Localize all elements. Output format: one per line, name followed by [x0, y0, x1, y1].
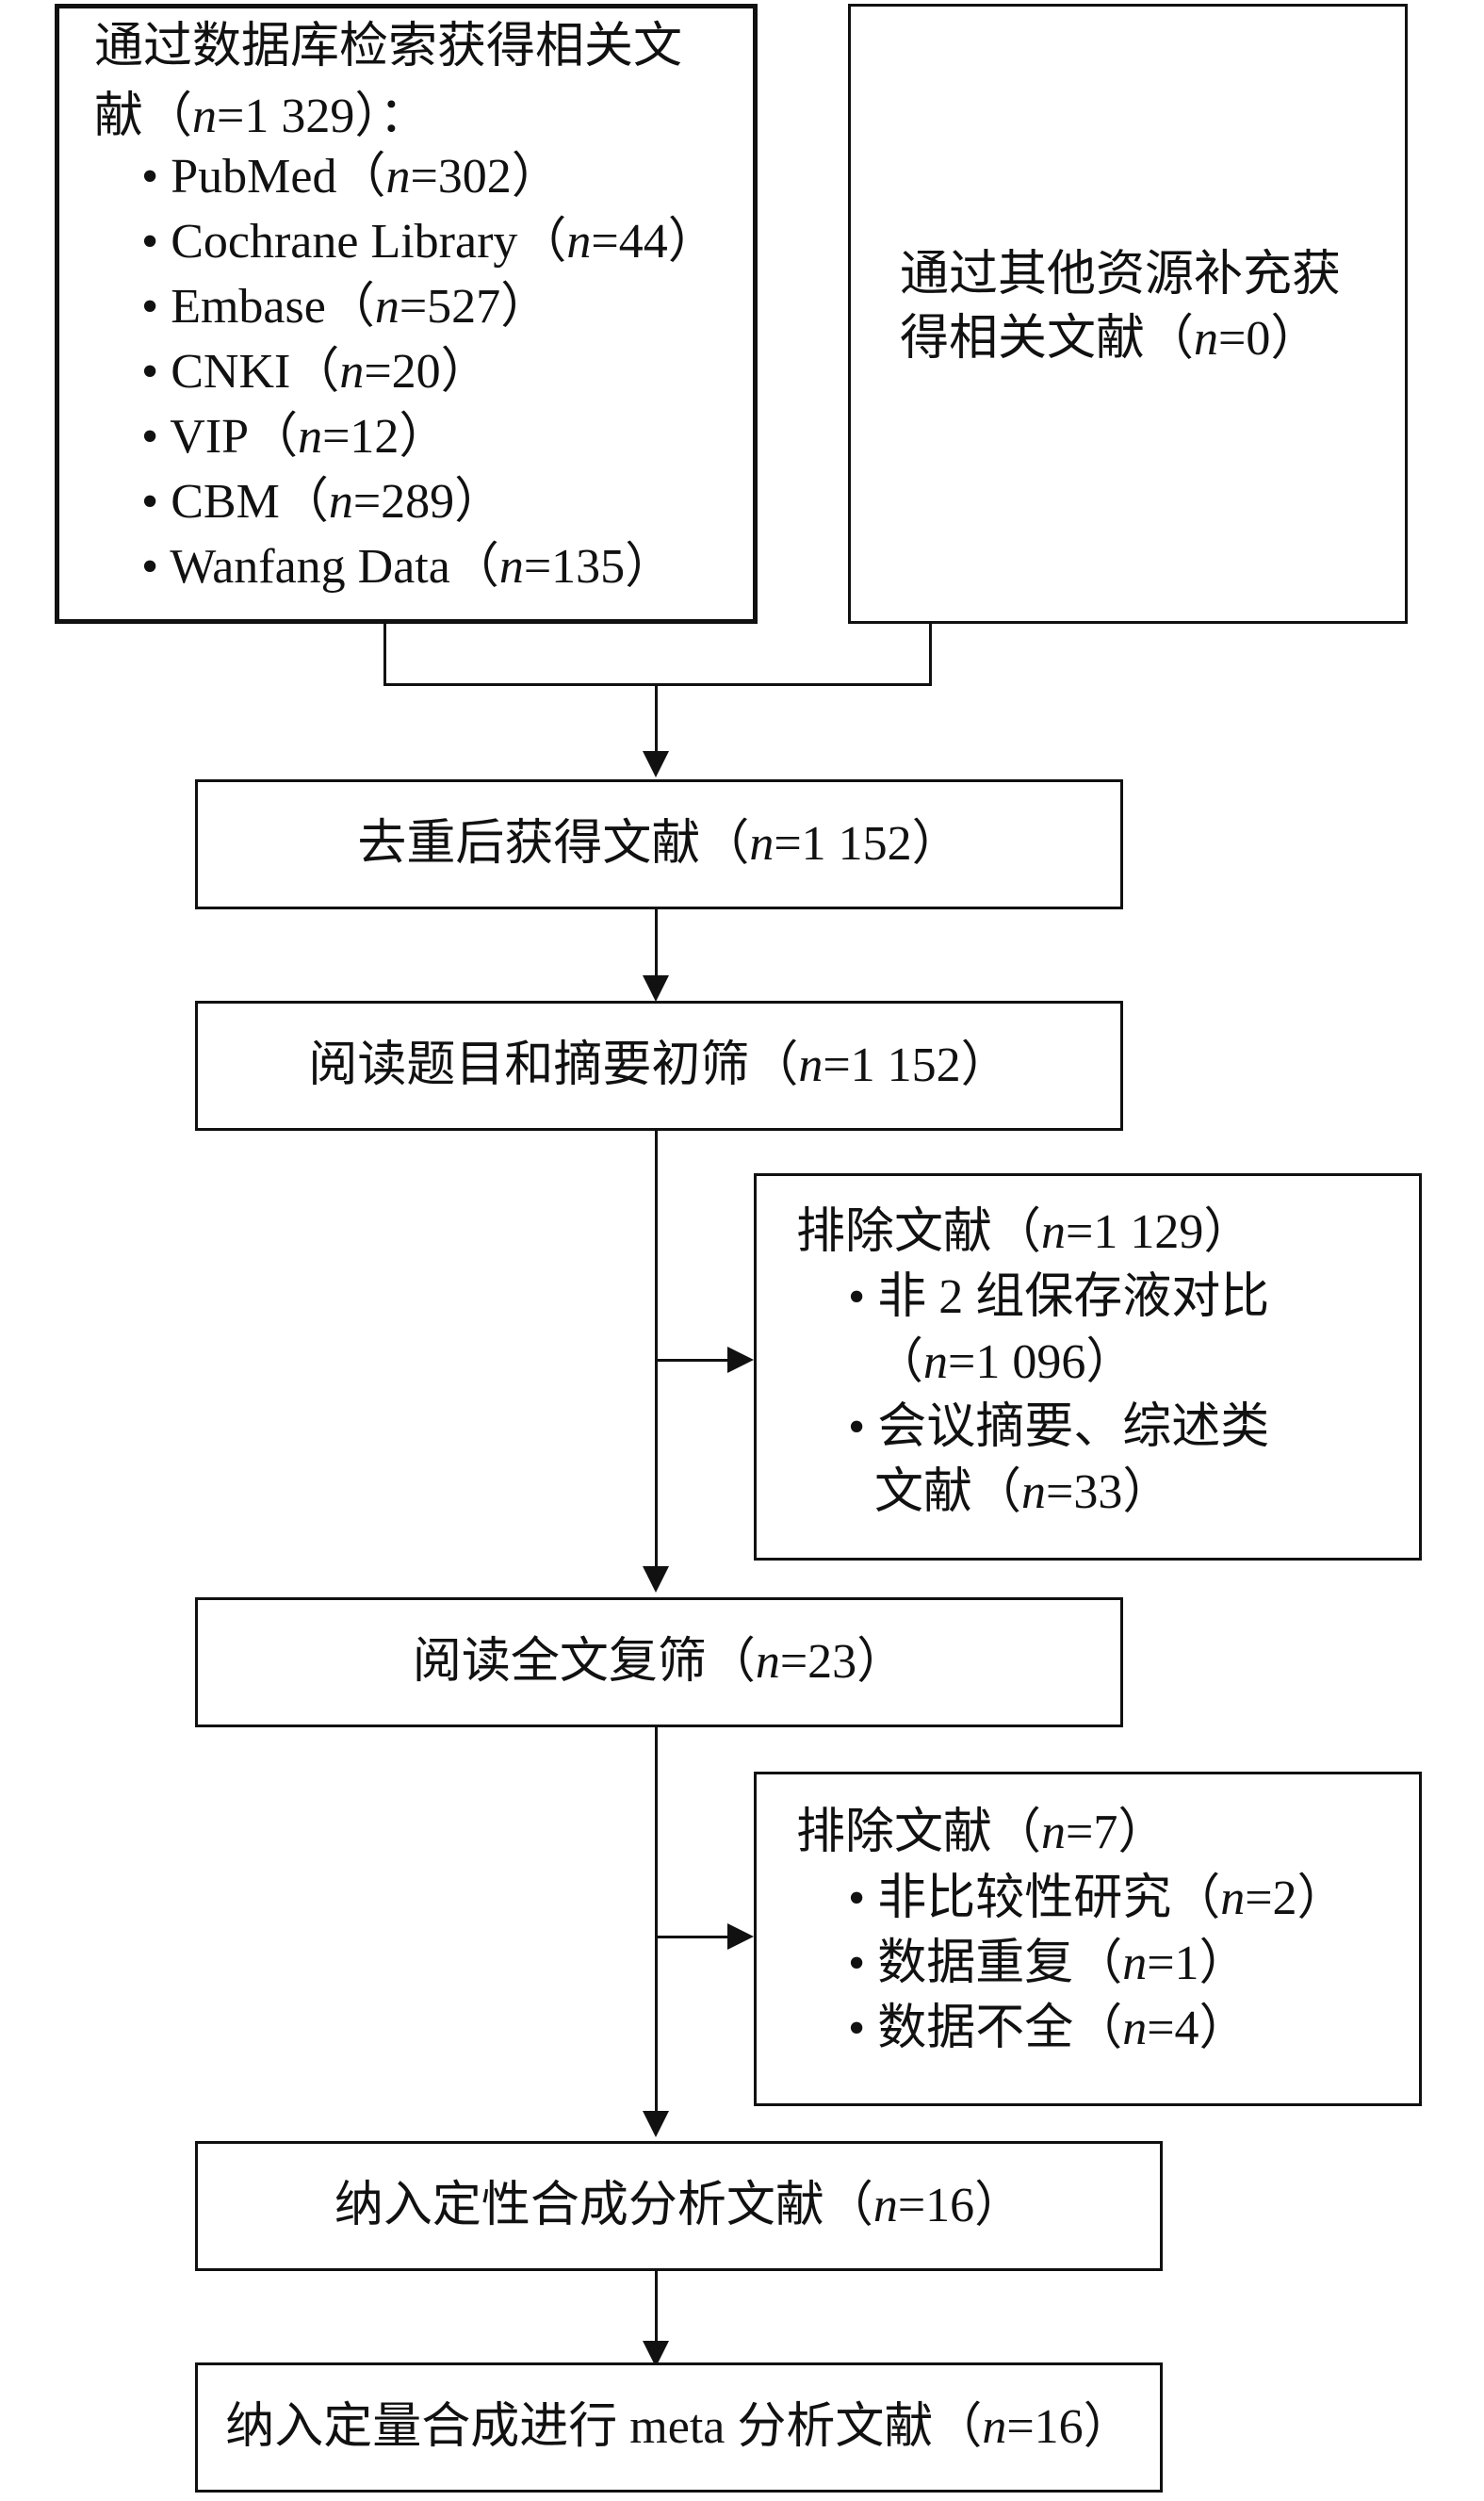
database-search-title-line1: 通过数据库检索获得相关文: [94, 20, 683, 74]
exclusion-1-item-1-line1: • 非 2 组保存液对比: [848, 1270, 1270, 1324]
exclusion-2-item: • 数据不全（n=4）: [848, 2002, 1248, 2055]
list-item: • CBM（n=289）: [141, 475, 504, 529]
exclusion-1-item-1-line2: （n=1 096）: [874, 1335, 1135, 1389]
list-item: • Embase（n=527）: [141, 280, 550, 334]
qualitative-synthesis-label: 纳入定性合成分析文献（n=16）: [334, 2179, 1024, 2232]
exclusion-1-item-2-line2: 文献（n=33）: [874, 1465, 1172, 1519]
other-sources-box: [848, 4, 1408, 624]
title-abstract-screen-label: 阅读题目和摘要初筛（n=1 152）: [308, 1038, 1010, 1092]
database-search-box: [55, 4, 758, 624]
list-item: • VIP（n=12）: [141, 410, 448, 464]
connector-left-down: [383, 624, 386, 686]
fulltext-screen-box: [195, 1597, 1123, 1727]
connector-to-exclusion-2: [655, 1936, 735, 1938]
dedup-label: 去重后获得文献（n=1 152）: [357, 817, 961, 871]
title-abstract-screen-box: [195, 1001, 1123, 1131]
list-item: • CNKI（n=20）: [141, 345, 490, 399]
exclusion-2-title: 排除文献（n=7）: [796, 1806, 1167, 1859]
quantitative-synthesis-label: 纳入定量合成进行 meta 分析文献（n=16）: [225, 2400, 1133, 2454]
database-search-title-line2: 献（n=1 329）：: [94, 90, 429, 143]
other-sources-line1: 通过其他资源补充获: [900, 248, 1342, 302]
list-item: • PubMed（n=302）: [141, 150, 561, 204]
arrow-to-dedup: [643, 751, 669, 777]
exclusion-box-1: [754, 1173, 1422, 1561]
exclusion-1-item-2-line1: • 会议摘要、综述类: [848, 1400, 1270, 1454]
fulltext-screen-label: 阅读全文复筛（n=23）: [412, 1635, 906, 1689]
exclusion-2-item: • 数据重复（n=1）: [848, 1937, 1248, 1990]
arrow-to-fulltext: [643, 1566, 669, 1593]
connector-to-screen: [655, 909, 658, 980]
arrow-to-exclusion-2: [727, 1923, 754, 1950]
connector-to-fulltext: [655, 1131, 658, 1569]
arrow-to-qualitative: [643, 2111, 669, 2137]
connector-to-dedup: [655, 683, 658, 759]
qualitative-synthesis-box: [195, 2141, 1163, 2271]
connector-merge: [383, 683, 932, 686]
arrow-to-exclusion-1: [727, 1347, 754, 1373]
list-item: • Wanfang Data（n=135）: [141, 540, 675, 594]
other-sources-line2: 得相关文献（n=0）: [900, 312, 1320, 366]
connector-right-down: [929, 624, 932, 686]
dedup-box: [195, 779, 1123, 909]
list-item: • Cochrane Library（n=44）: [141, 215, 717, 269]
connector-to-exclusion-1: [655, 1359, 735, 1362]
connector-to-quantitative: [655, 2271, 658, 2346]
exclusion-1-title: 排除文献（n=1 129）: [796, 1205, 1253, 1259]
exclusion-box-2: [754, 1772, 1422, 2106]
exclusion-2-item: • 非比较性研究（n=2）: [848, 1872, 1346, 1925]
arrow-to-screen: [643, 975, 669, 1002]
connector-to-qualitative: [655, 1727, 658, 2114]
quantitative-synthesis-box: [195, 2362, 1163, 2493]
